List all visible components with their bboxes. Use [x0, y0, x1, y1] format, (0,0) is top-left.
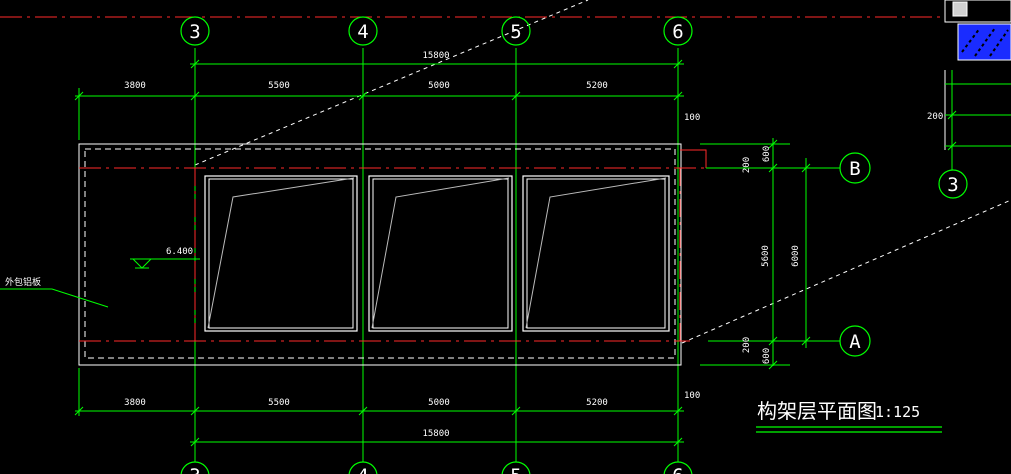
- axis-label-a: A: [849, 331, 861, 353]
- bay-2: [368, 175, 513, 332]
- dim-right-inner-1: 200: [742, 157, 752, 173]
- dim-overall-bottom: 15800: [422, 429, 449, 439]
- dim-top-seg-1: 3800: [124, 81, 146, 91]
- dim-bottom-seg-1: 3800: [124, 398, 146, 408]
- dim-top-seg-3: 5000: [428, 81, 450, 91]
- axis-label-3-bottom: 3: [189, 465, 200, 474]
- diagonal-line-upper: [194, 0, 589, 166]
- dim-right-inner-3: 200: [742, 337, 752, 353]
- dim-overall-top: 15800: [422, 51, 449, 61]
- axis-label-6-bottom: 6: [672, 465, 683, 474]
- axis-label-6-top: 6: [672, 21, 683, 43]
- elevation-value: 6.400: [166, 247, 193, 257]
- dim-right-inner-2: 5600: [761, 245, 771, 267]
- axis-bubbles-right: [839, 152, 871, 357]
- detail-axis-label: 3: [947, 174, 958, 196]
- dim-right-outer-3: 600: [762, 348, 772, 364]
- dim-bottom-seg-4: 5200: [586, 398, 608, 408]
- outer-slab-outline: [78, 143, 682, 366]
- axis-bubbles-bottom: [180, 461, 693, 474]
- bottom-dimension-lines: [74, 368, 684, 447]
- elevation-marker-icon: [130, 258, 200, 269]
- right-dimension-lines: [700, 138, 811, 370]
- dim-top-seg-4: 5200: [586, 81, 608, 91]
- dim-right-offset-bottom: 100: [684, 391, 700, 401]
- detail-dim: 200: [927, 112, 943, 122]
- axis-bubbles-top: [180, 16, 693, 46]
- axis-label-3-top: 3: [189, 21, 200, 43]
- dim-top-seg-2: 5500: [268, 81, 290, 91]
- drawing-scale: 1:125: [875, 403, 920, 421]
- drawing-title: 构架层平面图: [757, 399, 877, 423]
- axis-label-5-top: 5: [510, 21, 521, 43]
- cladding-note: 外包铝板: [5, 276, 41, 288]
- top-dimension-lines: [74, 59, 684, 140]
- note-leader-line: [0, 288, 109, 308]
- axis-label-5-bottom: 5: [510, 465, 521, 474]
- diagonal-line-lower: [681, 199, 1011, 344]
- dim-bottom-seg-3: 5000: [428, 398, 450, 408]
- axis-label-4-bottom: 4: [357, 465, 368, 474]
- corner-red-marker: [680, 149, 707, 168]
- dim-right-outer-2: 6000: [791, 245, 801, 267]
- detail-fragment: [938, 0, 1011, 199]
- dim-bottom-seg-2: 5500: [268, 398, 290, 408]
- detail-hatch: [957, 23, 1011, 61]
- axis-label-4-top: 4: [357, 21, 368, 43]
- bay-1: [204, 175, 358, 332]
- dim-right-offset-top: 100: [684, 113, 700, 123]
- bay-3: [522, 175, 670, 332]
- dim-right-outer-1: 600: [762, 146, 772, 162]
- axis-label-b: B: [849, 158, 860, 180]
- cladding-dashed-outline: [84, 148, 676, 359]
